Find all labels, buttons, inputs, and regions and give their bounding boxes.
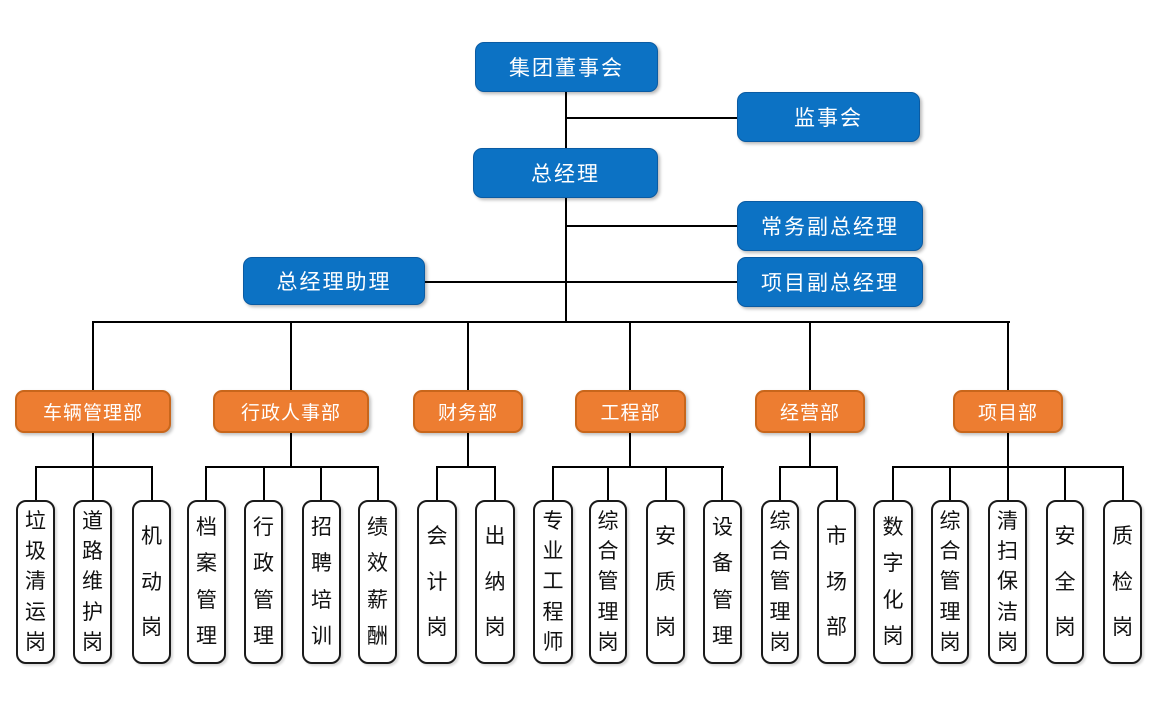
connector-line: [552, 466, 554, 500]
node-project-deputy-gm: 项目副总经理: [737, 257, 923, 307]
position-node: 会计岗: [417, 500, 457, 664]
connector-line: [565, 92, 567, 148]
node-gm-assistant: 总经理助理: [243, 257, 425, 305]
connector-line: [1064, 466, 1066, 500]
position-node: 绩效薪酬: [358, 500, 397, 664]
connector-line: [205, 466, 379, 468]
connector-line: [320, 466, 322, 500]
dept-vehicle-management: 车辆管理部: [15, 390, 171, 433]
connector-line: [566, 225, 737, 227]
connector-line: [436, 466, 496, 468]
connector-line: [494, 466, 496, 500]
connector-line: [1007, 321, 1009, 390]
node-executive-deputy-gm: 常务副总经理: [737, 201, 923, 251]
connector-line: [552, 466, 724, 468]
position-node: 档案管理: [187, 500, 226, 664]
dept-finance: 财务部: [413, 390, 523, 433]
connector-line: [607, 466, 609, 500]
connector-line: [35, 466, 153, 468]
connector-line: [1007, 466, 1009, 500]
connector-line: [92, 321, 94, 390]
connector-line: [467, 433, 469, 468]
connector-line: [263, 466, 265, 500]
connector-line: [35, 466, 37, 500]
connector-line: [290, 321, 292, 390]
position-node: 垃圾清运岗: [16, 500, 55, 664]
position-node: 综合管理岗: [761, 500, 799, 664]
connector-line: [467, 321, 469, 390]
position-node: 设备管理: [703, 500, 742, 664]
position-node: 市场部: [817, 500, 856, 664]
connector-line: [809, 433, 811, 468]
connector-line: [92, 466, 94, 500]
connector-line: [1007, 433, 1009, 468]
connector-line: [1122, 466, 1124, 500]
connector-line: [425, 281, 737, 283]
connector-line: [892, 466, 894, 500]
connector-line: [779, 466, 781, 500]
dept-project: 项目部: [953, 390, 1063, 433]
position-node: 机动岗: [132, 500, 171, 664]
dept-engineering: 工程部: [575, 390, 686, 433]
position-node: 综合管理岗: [589, 500, 627, 664]
position-node: 行政管理: [244, 500, 283, 664]
connector-line: [949, 466, 951, 500]
connector-line: [836, 466, 838, 500]
connector-line: [566, 117, 737, 119]
position-node: 质检岗: [1103, 500, 1142, 664]
position-node: 安质岗: [646, 500, 685, 664]
connector-line: [151, 466, 153, 500]
connector-line: [665, 466, 667, 500]
connector-line: [92, 321, 1010, 323]
position-node: 清扫保洁岗: [988, 500, 1027, 664]
position-node: 安全岗: [1046, 500, 1084, 664]
position-node: 招聘培训: [302, 500, 341, 664]
connector-line: [629, 321, 631, 390]
connector-line: [92, 433, 94, 468]
connector-line: [436, 466, 438, 500]
node-supervisory-board: 监事会: [737, 92, 920, 142]
dept-admin-hr: 行政人事部: [213, 390, 369, 433]
connector-line: [629, 433, 631, 468]
position-node: 道路维护岗: [73, 500, 112, 664]
position-node: 专业工程师: [533, 500, 573, 664]
node-board-of-directors: 集团董事会: [475, 42, 658, 92]
connector-line: [779, 466, 838, 468]
connector-line: [721, 466, 723, 500]
connector-line: [377, 466, 379, 500]
position-node: 出纳岗: [475, 500, 515, 664]
position-node: 综合管理岗: [931, 500, 969, 664]
connector-line: [809, 321, 811, 390]
node-general-manager: 总经理: [473, 148, 658, 198]
position-node: 数字化岗: [873, 500, 913, 664]
dept-business: 经营部: [755, 390, 865, 433]
connector-line: [205, 466, 207, 500]
connector-line: [290, 433, 292, 468]
connector-line: [565, 198, 567, 323]
